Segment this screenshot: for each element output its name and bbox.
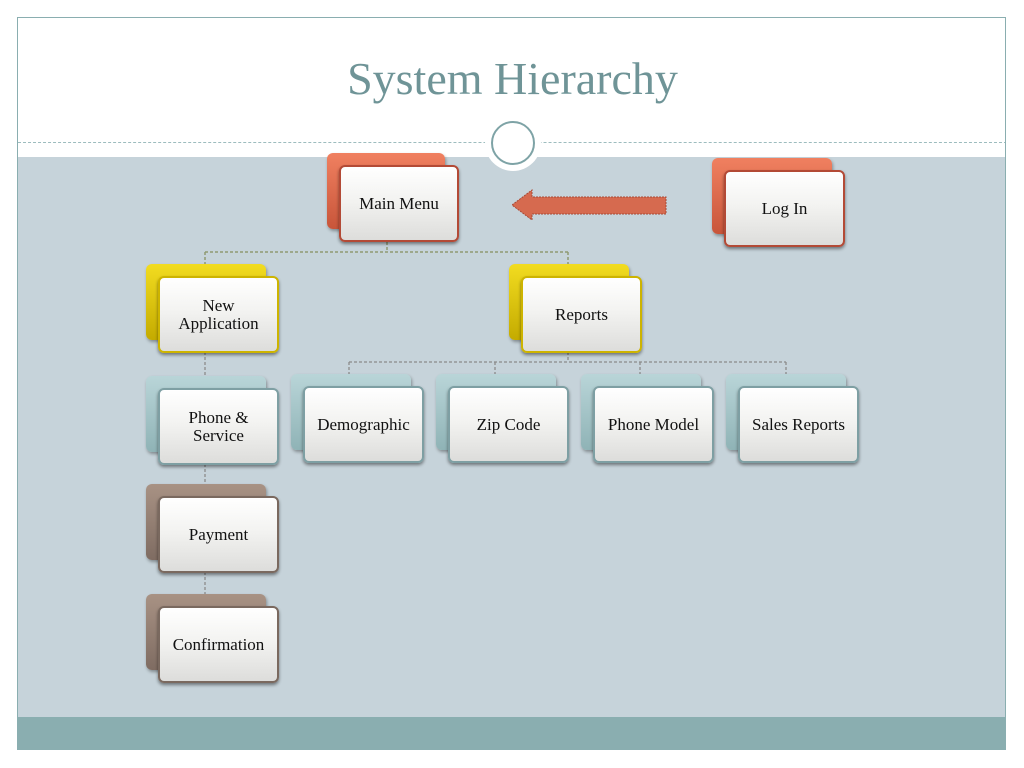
node-phone-service-label: Phone & Service [158, 388, 279, 465]
node-main-menu-label: Main Menu [339, 165, 459, 242]
node-reports-label: Reports [521, 276, 642, 353]
node-demographic-label: Demographic [303, 386, 424, 463]
node-zip-code-label: Zip Code [448, 386, 569, 463]
slide-title: System Hierarchy [347, 53, 678, 104]
node-phone-model-label: Phone Model [593, 386, 714, 463]
left-arrow-icon [512, 189, 667, 221]
footer-band [18, 717, 1005, 749]
node-new-application-label: New Application [158, 276, 279, 353]
node-payment-label: Payment [158, 496, 279, 573]
node-sales-reports-label: Sales Reports [738, 386, 859, 463]
node-log-in-label: Log In [724, 170, 845, 247]
circle-ornament-icon [485, 115, 541, 171]
node-confirmation-label: Confirmation [158, 606, 279, 683]
